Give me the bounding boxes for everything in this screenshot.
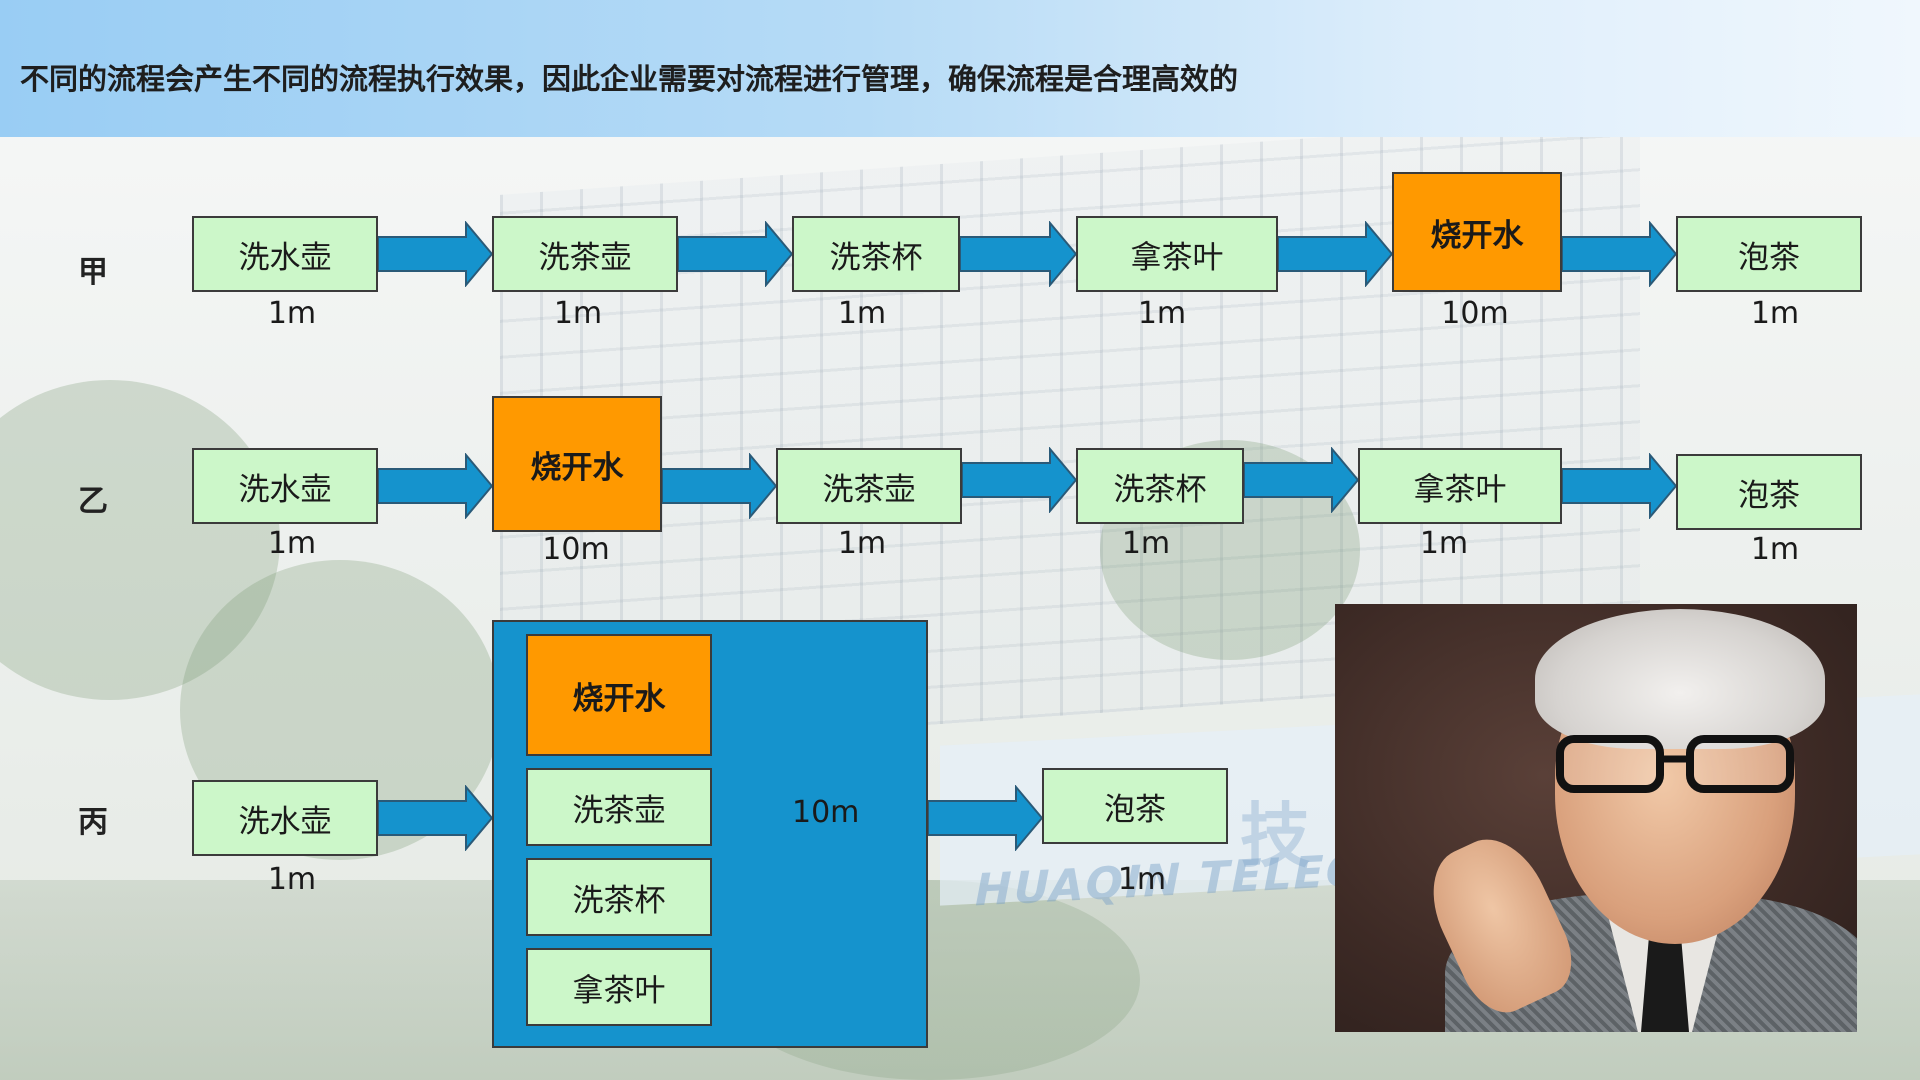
duration-label: 1m: [478, 296, 678, 331]
flow-arrow: [378, 453, 492, 519]
header-bar: 不同的流程会产生不同的流程执行效果，因此企业需要对流程进行管理，确保流程是合理高…: [0, 0, 1920, 137]
step-box: 洗茶壶: [776, 448, 962, 524]
duration-label: 1m: [192, 862, 392, 897]
flow-arrow: [378, 221, 492, 287]
duration-label: 1m: [192, 526, 392, 561]
duration-label: 1m: [1675, 532, 1875, 567]
row-label-jia: 甲: [78, 247, 108, 291]
step-box: 洗茶杯: [792, 216, 960, 292]
duration-label: 10m: [1375, 296, 1575, 331]
flow-arrow: [962, 447, 1076, 513]
step-box: 洗茶杯: [1076, 448, 1244, 524]
flow-arrow: [1278, 221, 1392, 287]
flow-arrow: [960, 221, 1076, 287]
flow-arrow: [928, 785, 1042, 851]
flow-arrow: [1562, 453, 1676, 519]
step-box: 拿茶叶: [1076, 216, 1278, 292]
step-box: 拿茶叶: [526, 948, 712, 1026]
photo-hair: [1535, 609, 1825, 749]
step-box: 洗水壶: [192, 216, 378, 292]
flow-arrow: [662, 453, 776, 519]
row-label-yi: 乙: [78, 476, 108, 520]
duration-label: 1m: [1042, 862, 1242, 897]
duration-label: 1m: [1046, 526, 1246, 561]
step-box: 泡茶: [1042, 768, 1228, 844]
step-box-highlight: 烧开水: [526, 634, 712, 756]
duration-label: 1m: [192, 296, 392, 331]
step-box: 洗茶壶: [526, 768, 712, 846]
step-box-highlight: 烧开水: [492, 396, 662, 532]
duration-label: 1m: [1675, 296, 1875, 331]
duration-label: 1m: [1344, 526, 1544, 561]
step-box: 洗水壶: [192, 448, 378, 524]
step-box: 洗茶壶: [492, 216, 678, 292]
duration-label: 1m: [762, 296, 962, 331]
page-title: 不同的流程会产生不同的流程执行效果，因此企业需要对流程进行管理，确保流程是合理高…: [20, 56, 1238, 98]
flow-arrow: [1244, 447, 1358, 513]
step-box: 拿茶叶: [1358, 448, 1562, 524]
flow-arrow: [678, 221, 792, 287]
flow-arrow: [378, 785, 492, 851]
photo-glasses-icon: [1530, 729, 1820, 799]
parallel-duration-label: 10m: [792, 795, 859, 830]
step-box: 洗茶杯: [526, 858, 712, 936]
flow-arrow: [1562, 221, 1676, 287]
step-box: 泡茶: [1676, 454, 1862, 530]
duration-label: 1m: [1062, 296, 1262, 331]
step-box-highlight: 烧开水: [1392, 172, 1562, 292]
duration-label: 1m: [762, 526, 962, 561]
row-label-bing: 丙: [78, 797, 108, 841]
portrait-photo: [1335, 604, 1857, 1032]
step-box: 泡茶: [1676, 216, 1862, 292]
step-box: 洗水壶: [192, 780, 378, 856]
duration-label: 10m: [476, 532, 676, 567]
